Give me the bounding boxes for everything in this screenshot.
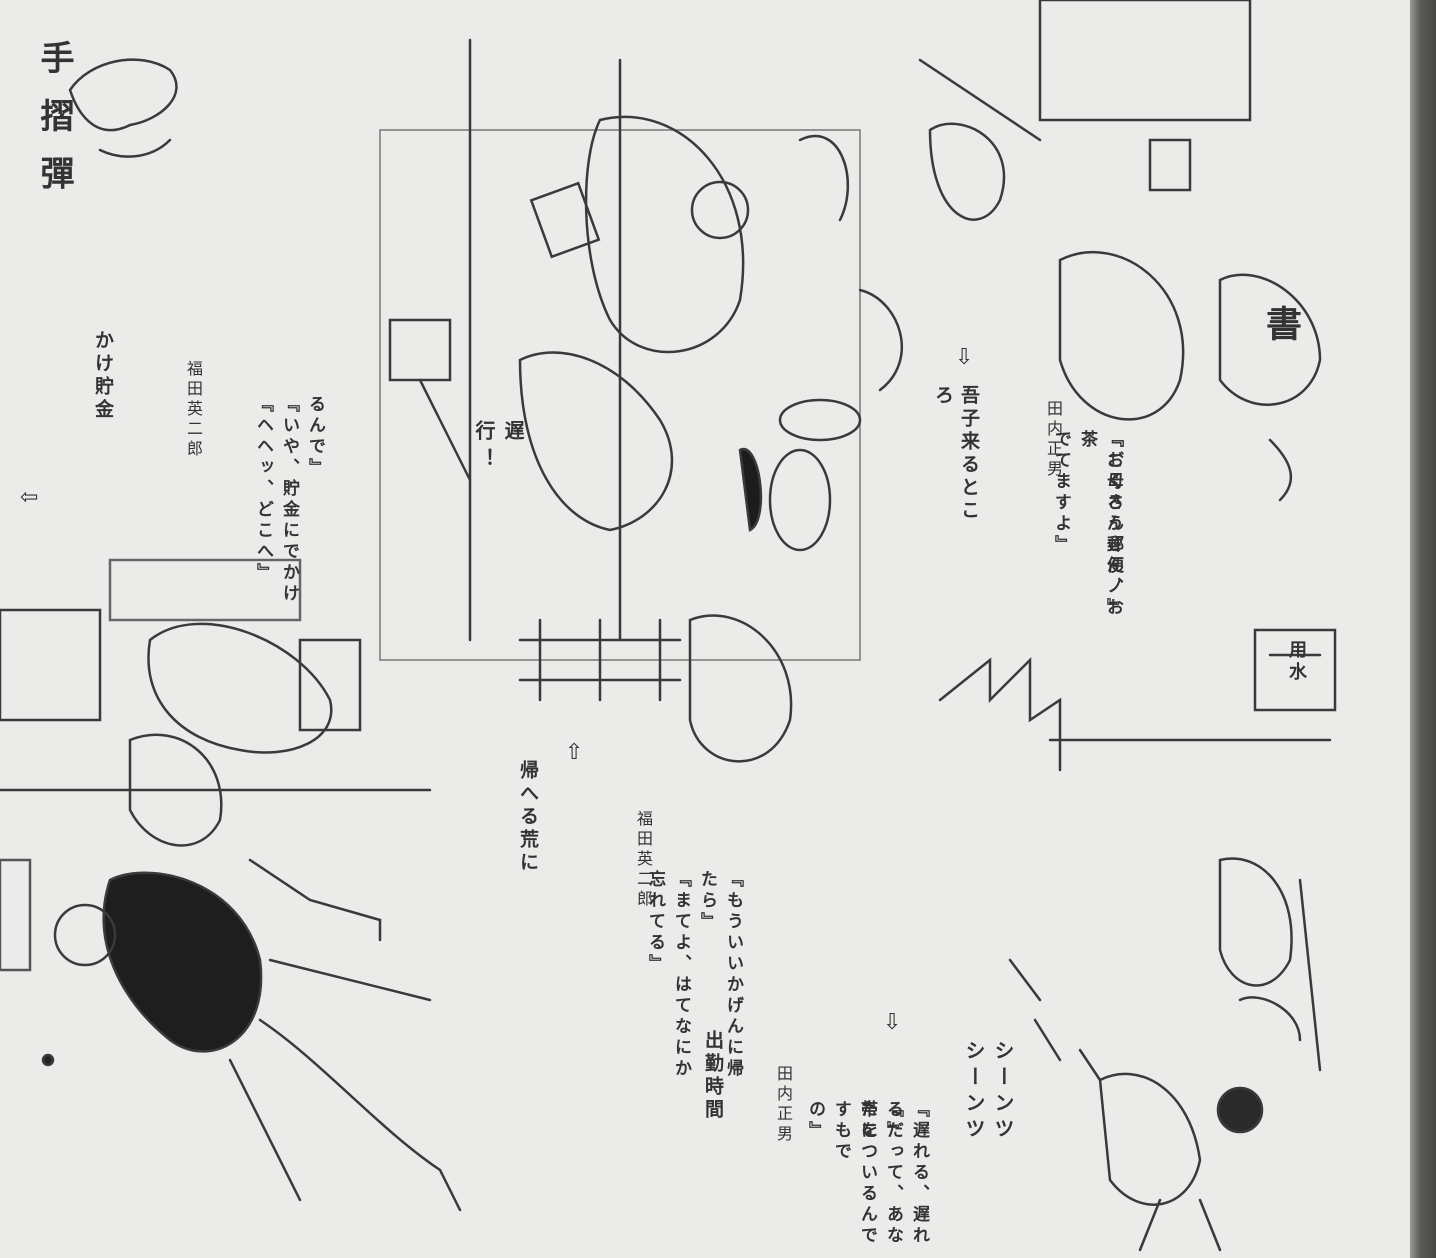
caption-hoe-author: 福田英二郎 bbox=[634, 810, 653, 910]
caption-kake-line2: 『いや、貯金にでかけ bbox=[279, 395, 299, 605]
sfx-dokoiku: 遅行！ bbox=[472, 420, 525, 476]
caption-kochira-title: 吾子来るところ bbox=[932, 385, 980, 523]
caption-kake-author: 福田英二郎 bbox=[184, 360, 203, 460]
caption-hoe-title: 帰へる荒に bbox=[517, 760, 539, 875]
up-arrow-icon: ⇧ bbox=[565, 740, 584, 765]
page-edge bbox=[1410, 0, 1436, 1258]
page-title: 手 摺 彈 bbox=[34, 40, 74, 196]
post-bag-sign: 書 bbox=[1260, 305, 1302, 341]
caption-shukkin-title: 出勤時間 bbox=[702, 1030, 724, 1122]
caption-kochira-line1: 『お母さん郵便ノ』 bbox=[1103, 430, 1123, 619]
caption-shukkin-line4: の』 bbox=[805, 1100, 825, 1142]
water-tank-sign: 用水 bbox=[1286, 640, 1307, 684]
caption-shukkin-author: 田内正男 bbox=[774, 1065, 793, 1145]
sfx-shin: シーンツ シーンツ bbox=[962, 1040, 1015, 1144]
caption-shukkin-line3: 帯をついるんですもで bbox=[831, 1100, 877, 1247]
caption-hoe-line1: 『もういいかげんに帰 bbox=[723, 870, 743, 1080]
caption-hoe-line2: たら』 bbox=[697, 870, 717, 933]
left-arrow-icon: ⇦ bbox=[20, 485, 39, 510]
caption-kochira-author: 田内正男 bbox=[1044, 400, 1063, 480]
caption-kochira-line2: 『ごくろうさん、お茶 bbox=[1077, 430, 1123, 619]
caption-shukkin-line1: 『遅れる、遅れる』 bbox=[883, 1100, 929, 1247]
caption-kake-line3: るんで』 bbox=[305, 395, 325, 479]
down-arrow-icon: ⇩ bbox=[955, 345, 974, 370]
caption-hoe-line3: 『まてよ、はてなにか bbox=[671, 870, 691, 1080]
caption-kochira-line3: でてますよ』 bbox=[1051, 430, 1071, 556]
caption-kake: かけ貯金 bbox=[92, 330, 114, 422]
caption-kake-line1b: 『ヘヘッ、どこへ』 bbox=[253, 395, 273, 584]
caption-shukkin-line2: 『だって、あなたに bbox=[857, 1100, 903, 1247]
up-arrow-icon-2: ⇩ bbox=[883, 1010, 902, 1035]
caption-hoe-line4: 忘れてる』 bbox=[645, 870, 665, 975]
